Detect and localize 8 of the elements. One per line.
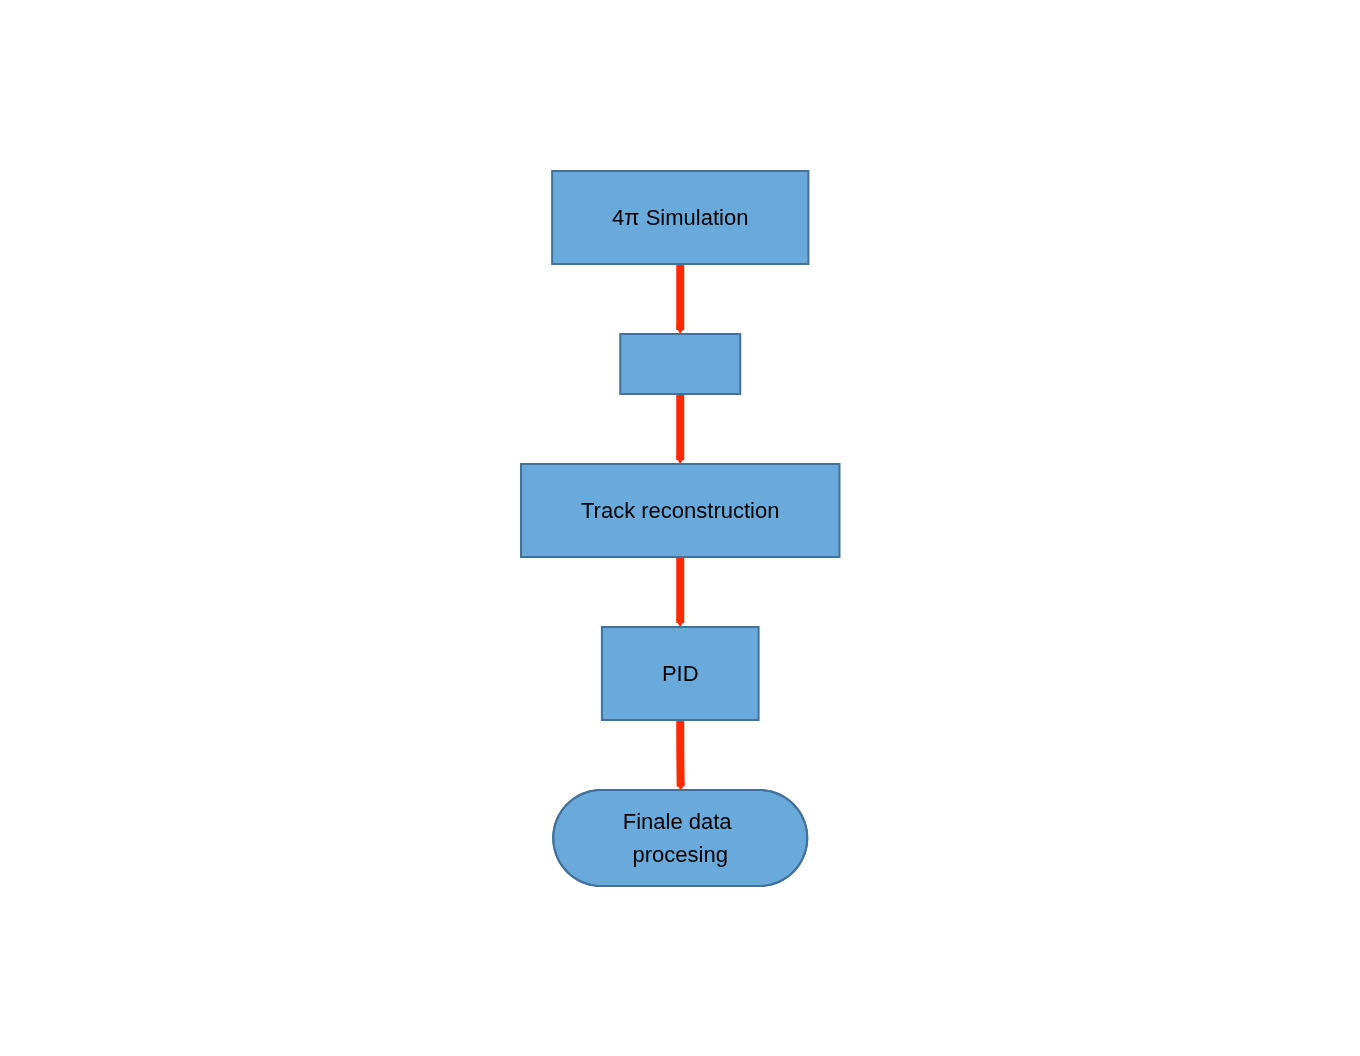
arrow bbox=[675, 556, 685, 627]
arrow bbox=[676, 719, 685, 791]
node-box: 4π Simulation bbox=[550, 169, 810, 265]
node-box: PID bbox=[600, 625, 760, 721]
node-box: Track reconstruction bbox=[519, 462, 841, 558]
node-box bbox=[619, 332, 741, 395]
arrow bbox=[675, 393, 685, 464]
arrow bbox=[675, 263, 685, 334]
